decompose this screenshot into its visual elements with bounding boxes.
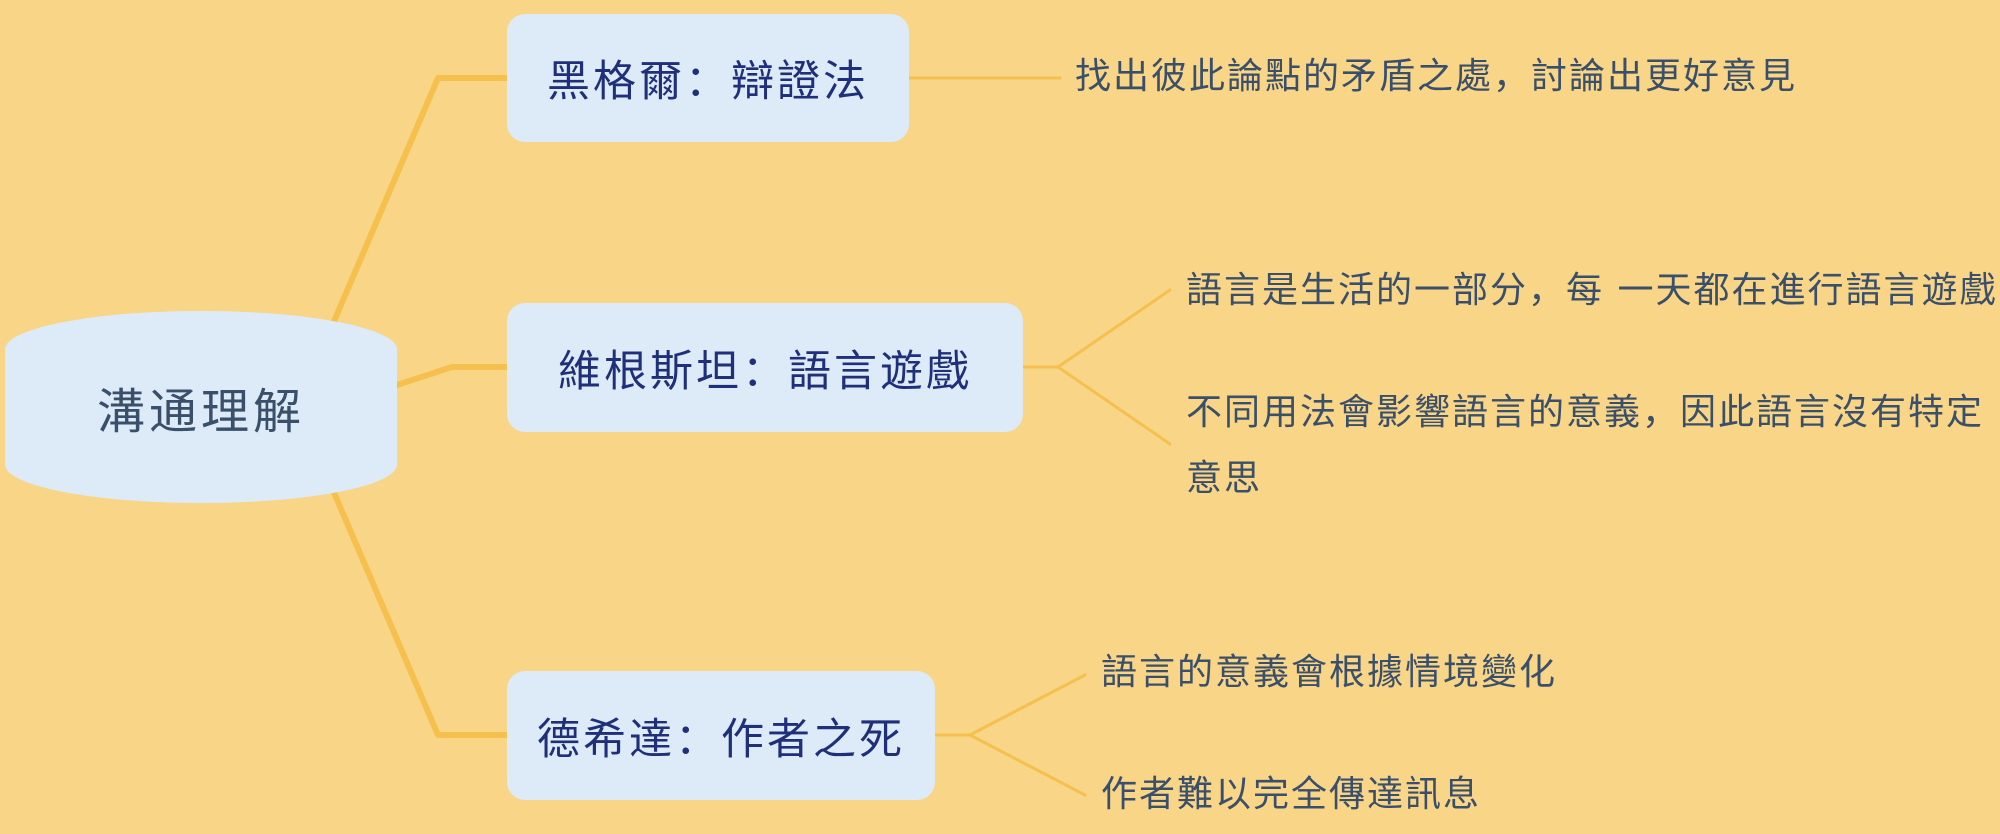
connector-root-topic2	[394, 364, 510, 388]
connector-topic3-leaf2	[968, 733, 1087, 797]
topic-node-wittgenstein[interactable]: 維根斯坦：語言遊戲	[507, 303, 1023, 432]
connector-topic2-leaf1	[1021, 288, 1172, 369]
topic-node-hegel[interactable]: 黑格爾：辯證法	[507, 14, 909, 142]
topic-node-label: 黑格爾：辯證法	[547, 57, 869, 107]
root-node-label: 溝通理解	[96, 384, 305, 440]
connector-topic2-leaf2	[1056, 365, 1172, 446]
leaf-node-author-message[interactable]: 作者難以完全傳達訊息	[1101, 774, 1482, 815]
leaf-node-dialectic[interactable]: 找出彼此論點的矛盾之處，討論出更好意見	[1075, 56, 1798, 97]
leaf-node-language-game-life[interactable]: 語言是生活的一部分，每 一天都在進行語言遊戲	[1186, 270, 1998, 311]
leaf-node-meaning-context[interactable]: 語言的意義會根據情境變化	[1101, 652, 1558, 693]
root-node[interactable]: 溝通理解	[5, 311, 397, 503]
leaf-node-language-game-usage[interactable]: 不同用法會影響語言的意義，因此語言沒有特定意思	[1186, 392, 1985, 499]
connector-root-topic3	[329, 485, 510, 738]
topic-node-label: 德希達：作者之死	[537, 714, 905, 765]
topic-node-label: 維根斯坦：語言遊戲	[558, 346, 972, 397]
connector-root-topic1	[329, 75, 510, 329]
topic-node-derrida[interactable]: 德希達：作者之死	[507, 671, 935, 800]
connector-topic3-leaf1	[933, 673, 1087, 737]
